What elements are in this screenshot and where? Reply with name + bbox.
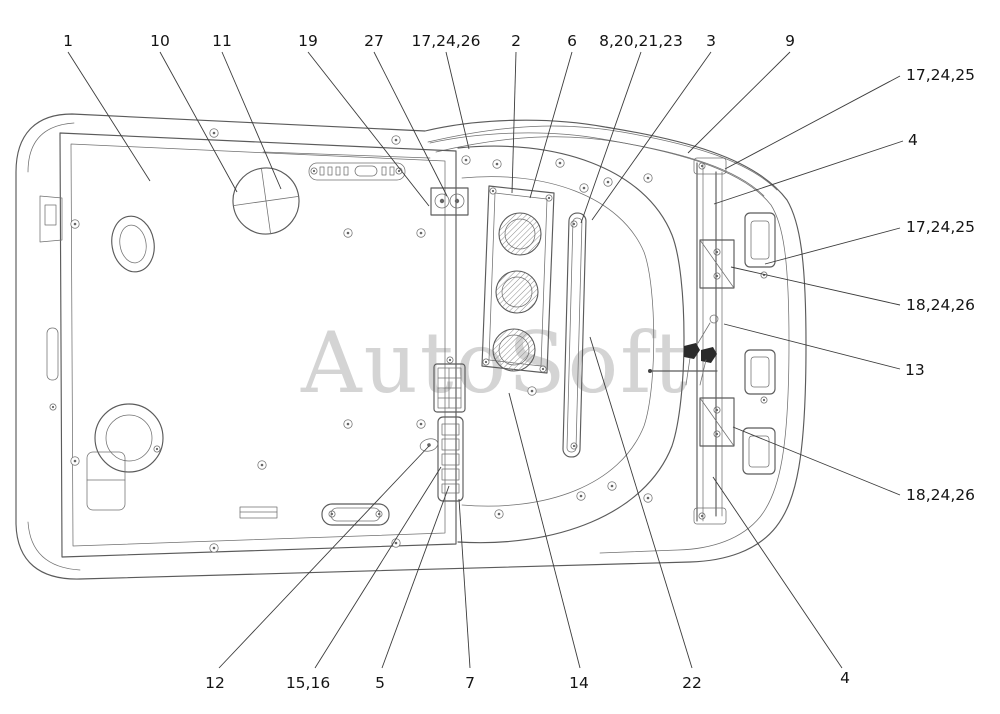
right-pillar-assembly xyxy=(693,157,776,525)
callout-3: 3 xyxy=(591,32,716,221)
callout-17-24-25-upper: 17,24,25 xyxy=(724,66,975,170)
callout-3-label: 3 xyxy=(706,32,716,50)
callout-19-label: 19 xyxy=(298,32,318,50)
callout-10-label: 10 xyxy=(150,32,170,50)
callout-12: 12 xyxy=(205,445,430,692)
connector-strip xyxy=(419,416,464,502)
callout-1-label: 1 xyxy=(63,32,73,50)
callout-17-24-25-upper-label: 17,24,25 xyxy=(906,66,975,84)
watermark-text: AutoSoft xyxy=(300,314,689,412)
top-vent-strip xyxy=(308,162,406,181)
callout-17-24-26-label: 17,24,26 xyxy=(411,32,480,50)
callout-18-24-26-upper: 18,24,26 xyxy=(730,266,975,314)
callout-11: 11 xyxy=(212,32,282,190)
vent-grille-2 xyxy=(495,270,539,314)
callout-13-label: 13 xyxy=(905,361,925,379)
callout-2-label: 2 xyxy=(511,32,521,50)
callout-8-20-21-23: 8,20,21,23 xyxy=(580,32,683,224)
left-lamp-housing xyxy=(39,195,155,381)
callout-11-label: 11 xyxy=(212,32,232,50)
heater-vent-panel xyxy=(481,185,555,374)
seal-channel-strip xyxy=(562,212,587,458)
callout-4-lower: 4 xyxy=(712,476,850,687)
callout-10: 10 xyxy=(150,32,238,193)
roof-panel xyxy=(59,132,457,558)
watermark: AutoSoft xyxy=(300,314,689,412)
switch-box xyxy=(430,187,469,216)
vent-grille-3 xyxy=(492,328,536,372)
callout-7-label: 7 xyxy=(465,674,475,692)
callout-4-upper: 4 xyxy=(713,131,918,205)
callout-12-label: 12 xyxy=(205,674,225,692)
blower-assembly xyxy=(86,403,164,511)
callout-5: 5 xyxy=(375,485,450,692)
callout-17-24-26: 17,24,26 xyxy=(411,32,481,150)
callout-18-24-26-lower-label: 18,24,26 xyxy=(906,486,975,504)
callout-15-16-label: 15,16 xyxy=(286,674,330,692)
callout-9-label: 9 xyxy=(785,32,795,50)
callout-14: 14 xyxy=(508,392,589,692)
callout-22: 22 xyxy=(589,336,702,692)
control-unit xyxy=(433,363,466,413)
callout-2: 2 xyxy=(511,32,521,194)
callout-19: 19 xyxy=(298,32,430,207)
callout-13: 13 xyxy=(723,323,925,379)
callout-7: 7 xyxy=(458,498,475,692)
callout-27: 27 xyxy=(364,32,448,197)
bottom-fittings xyxy=(239,503,390,526)
cab-outer-shell xyxy=(15,113,807,580)
callout-18-24-26-upper-label: 18,24,26 xyxy=(906,296,975,314)
callout-4-upper-label: 4 xyxy=(908,131,918,149)
callout-14-label: 14 xyxy=(569,674,589,692)
latch-lever xyxy=(648,314,719,386)
callout-15-16: 15,16 xyxy=(286,466,442,692)
windshield-frame xyxy=(457,145,685,544)
callout-6-label: 6 xyxy=(567,32,577,50)
callout-17-24-25-mid-label: 17,24,25 xyxy=(906,218,975,236)
callout-1: 1 xyxy=(63,32,151,182)
cab-body-drawing xyxy=(15,113,807,580)
vent-grille-1 xyxy=(498,212,542,256)
callouts: 1 10 11 19 27 17,24,26 2 6 xyxy=(63,32,975,692)
callout-17-24-25-mid: 17,24,25 xyxy=(764,218,975,265)
callout-4-lower-label: 4 xyxy=(840,669,850,687)
callout-6: 6 xyxy=(529,32,577,199)
round-hatch xyxy=(232,167,300,235)
callout-5-label: 5 xyxy=(375,674,385,692)
callout-8-20-21-23-label: 8,20,21,23 xyxy=(599,32,683,50)
callout-18-24-26-lower: 18,24,26 xyxy=(732,426,975,504)
callout-22-label: 22 xyxy=(682,674,702,692)
callout-27-label: 27 xyxy=(364,32,384,50)
callout-9: 9 xyxy=(687,32,795,154)
